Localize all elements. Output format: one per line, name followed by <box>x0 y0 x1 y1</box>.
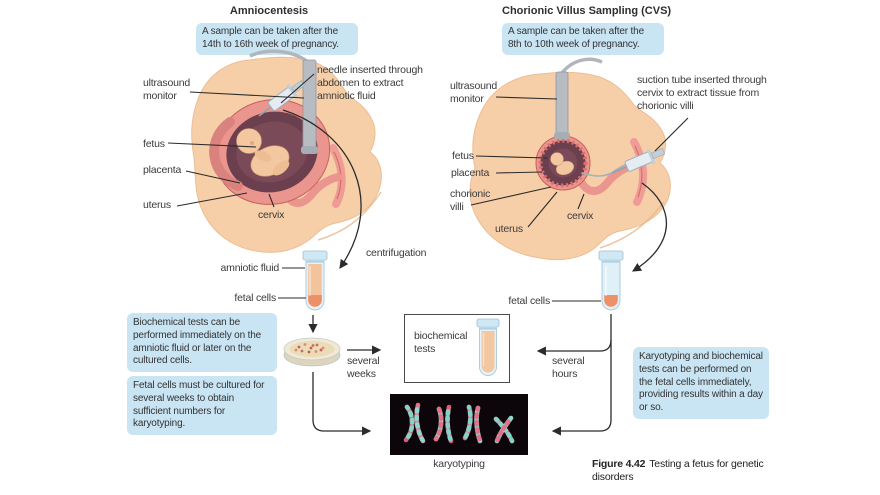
suction-note-line <box>654 117 689 152</box>
vulva-left <box>329 144 346 208</box>
ultrasound-monitor-label-right: ultrasound monitor <box>450 80 498 105</box>
fetal-cells-label-left: fetal cells <box>234 292 276 304</box>
several-hours-label: several hours <box>552 355 585 380</box>
karyotyping-label: karyotyping <box>433 458 485 470</box>
vulva-right-line <box>634 145 643 198</box>
ultrasound-probe-right <box>555 71 569 137</box>
vulva-right <box>630 138 648 206</box>
vulva-left-line <box>333 151 342 200</box>
needle-note-label: needle inserted through abdomen to extra… <box>317 64 423 102</box>
cervix-left-line <box>268 193 275 208</box>
several-weeks-label: several weeks <box>347 355 380 380</box>
placenta-label-left: placenta <box>143 164 182 176</box>
several-hours-arrow <box>536 339 612 356</box>
right-test-tube <box>598 250 624 311</box>
biochemical-tests-label: biochemical tests <box>414 330 468 355</box>
suction-tube-line <box>581 152 650 177</box>
biochemical-callout: Biochemical tests can be performed immed… <box>127 313 277 373</box>
placenta-left-shape <box>209 117 243 191</box>
cervical-canal-right <box>577 161 640 195</box>
figure-caption-text: Testing a fetus for genetic disorders <box>592 458 764 483</box>
ultrasound-probe-left <box>302 59 317 151</box>
uterus-label-left: uterus <box>143 199 171 211</box>
centrifugation-label: centrifugation <box>366 247 427 259</box>
fetus-right-line <box>475 155 548 159</box>
left-test-tube <box>302 250 328 311</box>
suction-note-label: suction tube inserted through cervix to … <box>637 74 767 112</box>
placenta-label-right: placenta <box>451 167 490 179</box>
uterus-right-line <box>527 191 558 228</box>
cvs-sample-arrow <box>632 182 668 272</box>
placenta-left-line <box>185 170 241 184</box>
uterus-left-shape <box>213 99 331 205</box>
probe-tip-right <box>554 132 570 139</box>
fetal-cells-label-right: fetal cells <box>508 295 550 307</box>
fetus-left-shape <box>236 128 290 177</box>
ultrasound-monitor-left-line <box>189 91 305 99</box>
chorionic-villi-label: chorionic villi <box>450 188 491 213</box>
syringe-left <box>258 80 306 117</box>
cervical-canal-left <box>282 173 342 207</box>
cervix-label-right: cervix <box>567 210 594 222</box>
cvs-title: Chorionic Villus Sampling (CVS) <box>502 5 672 17</box>
cvs-results-callout: Karyotyping and biochemical tests can be… <box>633 347 769 419</box>
petri-dish <box>283 337 341 367</box>
uterus-right-shape <box>535 135 591 191</box>
probe-cable-right <box>559 57 603 76</box>
centrifugation-arrow <box>282 109 362 269</box>
amniocentesis-title: Amniocentesis <box>229 5 309 17</box>
karyotype-image <box>390 394 528 455</box>
cvs-note: A sample can be taken after the 8th to 1… <box>502 23 664 55</box>
uterus-left-line <box>176 192 248 207</box>
amniotic-fluid-label: amniotic fluid <box>220 262 280 274</box>
cervix-right-line <box>577 193 585 210</box>
fetus-left-line <box>167 142 257 148</box>
uterus-label-right: uterus <box>495 223 523 235</box>
biochemical-tests-box: biochemical tests <box>404 314 510 383</box>
syringe-right <box>611 147 666 174</box>
amniotic-sac-right <box>548 148 578 178</box>
body-right-crease <box>599 201 665 249</box>
fetus-right-shape <box>550 152 574 176</box>
placenta-right-line <box>495 171 543 174</box>
fetus-label-right: fetus <box>452 150 474 162</box>
chorionic-villi-shape <box>538 138 588 188</box>
culture-callout: Fetal cells must be cultured for several… <box>127 376 277 436</box>
amniocentesis-note: A sample can be taken after the 14th to … <box>196 23 358 55</box>
fetus-label-left: fetus <box>143 138 165 150</box>
probe-tip-left <box>301 146 318 154</box>
chromosomes-graphic <box>403 402 515 444</box>
body-left-crease <box>317 191 382 241</box>
chromosomes <box>403 402 515 444</box>
ultrasound-monitor-label-left: ultrasound monitor <box>143 77 191 102</box>
figure-number: Figure 4.42 <box>592 458 646 470</box>
cervix-label-left: cervix <box>258 209 285 221</box>
needle-note-line <box>280 73 315 104</box>
